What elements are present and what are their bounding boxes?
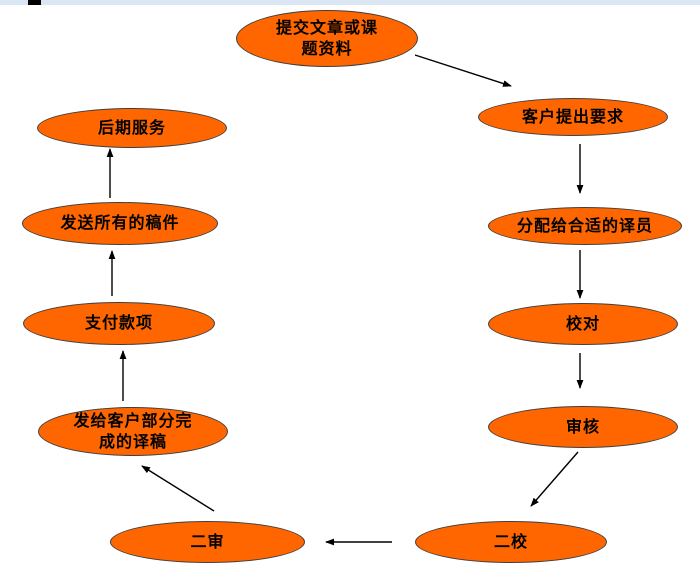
flow-node-send-all-drafts: 发送所有的稿件 <box>22 202 218 245</box>
flow-node-label: 分配给合适的译员 <box>516 215 653 235</box>
flow-node-label: 提交文章或课 题资料 <box>275 17 378 58</box>
flow-node-assign-translator: 分配给合适的译员 <box>488 207 682 245</box>
flow-node-label: 支付款项 <box>84 313 153 333</box>
flow-node-label: 客户提出要求 <box>521 106 624 126</box>
flow-node-second-proofread: 二校 <box>415 521 607 563</box>
flow-node-partial-delivery: 发给客户部分完 成的译稿 <box>38 407 228 456</box>
top-edge-bar <box>0 0 700 5</box>
flow-arrow-review-to-second-proofread <box>530 451 579 507</box>
flow-node-customer-request: 客户提出要求 <box>478 98 668 136</box>
flow-node-after-service: 后期服务 <box>37 108 227 148</box>
top-edge-marker <box>28 0 41 5</box>
flow-node-review: 审核 <box>488 406 678 448</box>
flow-node-label: 发送所有的稿件 <box>60 213 180 233</box>
flow-node-label: 二审 <box>190 531 225 551</box>
flow-arrow-second-review-to-partial-delivery <box>141 465 215 512</box>
flow-node-proofread: 校对 <box>488 303 678 345</box>
flow-node-label: 校对 <box>565 313 600 333</box>
flow-node-label: 后期服务 <box>97 117 166 137</box>
flow-node-label: 二校 <box>493 531 528 551</box>
flow-node-label: 发给客户部分完 成的译稿 <box>73 410 193 451</box>
flow-node-second-review: 二审 <box>110 521 305 563</box>
flow-node-label: 审核 <box>565 416 600 436</box>
flow-arrow-submit-material-to-customer-request <box>414 54 512 87</box>
flow-node-payment: 支付款项 <box>23 302 215 345</box>
flow-node-submit-material: 提交文章或课 题资料 <box>236 10 418 67</box>
